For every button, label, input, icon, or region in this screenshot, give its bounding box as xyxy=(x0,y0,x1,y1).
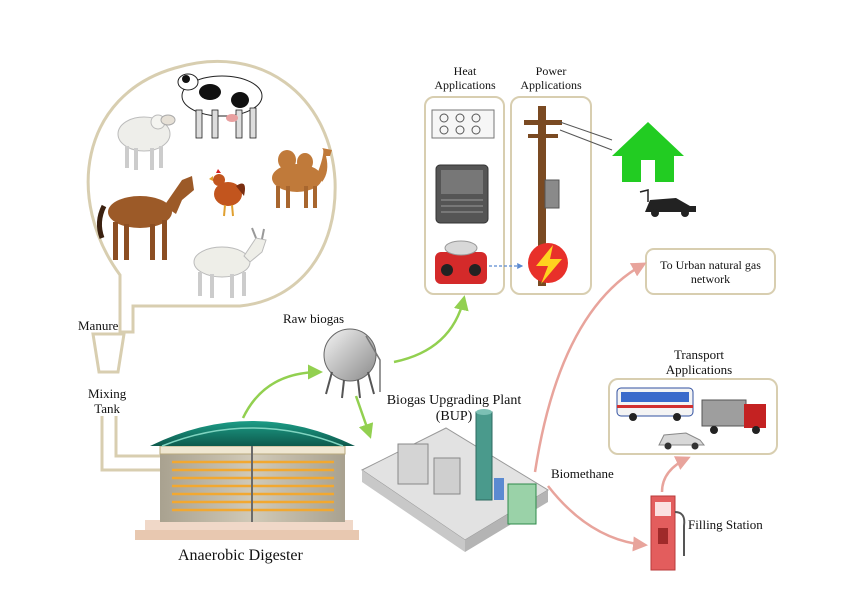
mixing-tank-label: Mixing Tank xyxy=(88,386,127,416)
station-to-transport-arrow xyxy=(660,456,691,493)
bup-label: Biogas Upgrading Plant (BUP) xyxy=(386,393,522,424)
car-icon xyxy=(658,432,706,450)
truck-icon xyxy=(701,399,766,434)
heat-panel xyxy=(424,96,505,295)
transport-panel xyxy=(608,378,778,455)
heater-icon xyxy=(435,164,489,224)
power-pole-icon xyxy=(524,106,613,286)
digester-icon xyxy=(135,421,359,540)
goat-icon xyxy=(193,227,267,298)
livestock-frame xyxy=(86,59,337,334)
camel-icon xyxy=(272,148,332,208)
mixing-tank xyxy=(91,332,126,374)
heat-label: Heat Applications xyxy=(434,64,496,92)
urban-gas-label: To Urban natural gas network xyxy=(660,258,761,286)
horse-icon xyxy=(96,176,194,260)
fuel-pump-icon xyxy=(650,495,686,571)
sphere-to-heat-arrow xyxy=(393,295,469,364)
gas-sphere-icon xyxy=(323,328,381,399)
power-label: Power Applications xyxy=(520,64,582,92)
bup-to-urban-arrow xyxy=(533,262,647,473)
upgrading-plant-icon xyxy=(361,409,549,552)
raw-biogas-label: Raw biogas xyxy=(283,311,345,326)
bup-to-station-arrow xyxy=(547,485,648,552)
house-icon xyxy=(612,122,684,182)
biomethane-label: Biomethane xyxy=(551,466,614,481)
power-panel xyxy=(510,96,592,295)
generator-icon xyxy=(435,240,487,284)
transport-label: Transport Applications xyxy=(665,347,733,377)
cow-icon xyxy=(177,73,263,139)
sphere-to-bup-arrow xyxy=(354,395,374,439)
manure-label: Manure xyxy=(78,318,119,333)
anaerobic-digester-label: Anaerobic Digester xyxy=(178,547,303,564)
chicken-icon xyxy=(209,169,245,217)
bus-icon xyxy=(616,387,694,421)
car-icon xyxy=(639,189,696,217)
gas-stove-icon xyxy=(431,109,495,139)
sheep-icon xyxy=(117,114,176,170)
filling-station-label: Filling Station xyxy=(688,517,763,532)
feed-pipe xyxy=(100,416,164,488)
digester-to-sphere-arrow xyxy=(241,364,323,419)
lightning-icon xyxy=(528,243,568,284)
